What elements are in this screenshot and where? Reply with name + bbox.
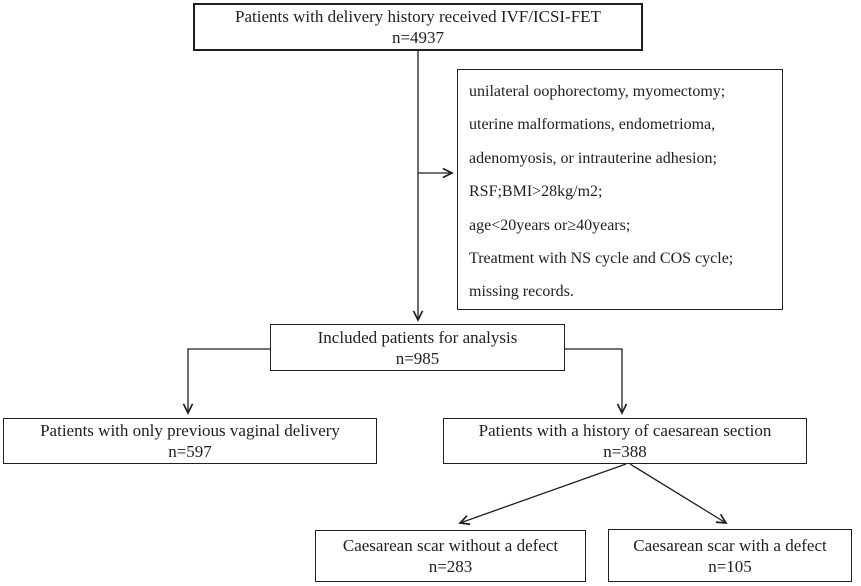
node-label: Included patients for analysis	[317, 327, 518, 347]
node-label: Patients with delivery history received …	[235, 7, 601, 26]
node-count: n=597	[168, 442, 212, 461]
exclusion-line: age<20years or≥40years;	[469, 216, 631, 234]
connector-included-to-vaginal	[182, 348, 270, 415]
node-count: n=985	[395, 348, 440, 368]
connector-caesarean-to-scar-without-defect	[458, 463, 627, 526]
node-count: n=283	[428, 557, 473, 576]
node-label: Caesarean scar without a defect	[342, 536, 559, 555]
exclusion-line: uterine malformations, endometrioma,	[469, 116, 716, 134]
node-count: n=105	[708, 556, 752, 576]
node-label: Patients with only previous vaginal deli…	[40, 421, 340, 440]
exclusion-line: missing records.	[469, 283, 574, 301]
node-scar-with-defect: Caesarean scar with a defect n=105	[608, 529, 852, 582]
exclusion-line: adenomyosis, or intrauterine adhesion;	[469, 149, 717, 167]
connector-caesarean-to-scar-with-defect	[629, 463, 728, 524]
node-ivf-icsi-fet-patients: Patients with delivery history received …	[193, 3, 643, 51]
node-history-caesarean-section: Patients with a history of caesarean sec…	[443, 418, 807, 464]
exclusion-line: Treatment with NS cycle and COS cycle;	[469, 250, 734, 268]
exclusion-line: RSF;BMI>28kg/m2;	[469, 183, 603, 201]
node-scar-without-defect: Caesarean scar without a defect n=283	[315, 530, 586, 582]
node-count: n=4937	[391, 28, 445, 47]
node-label: Caesarean scar with a defect	[633, 535, 827, 555]
node-label: Patients with a history of caesarean sec…	[478, 421, 772, 440]
connector-included-to-caesarean	[565, 348, 628, 415]
exclusion-line: unilateral oophorectomy, myomectomy;	[469, 83, 726, 100]
node-included-patients: Included patients for analysis n=985	[270, 324, 565, 371]
node-previous-vaginal-delivery: Patients with only previous vaginal deli…	[3, 418, 377, 464]
node-exclusion-criteria: unilateral oophorectomy, myomectomy; ute…	[457, 69, 783, 310]
node-count: n=388	[603, 442, 647, 461]
